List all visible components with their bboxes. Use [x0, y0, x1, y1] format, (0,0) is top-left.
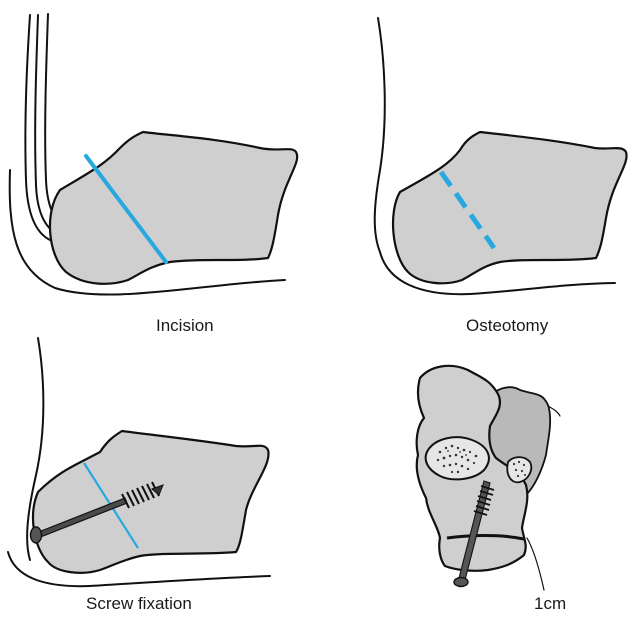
panel-osteotomy	[375, 18, 627, 294]
panel-incision	[10, 14, 298, 295]
caption-incision: Incision	[156, 316, 214, 336]
caption-screw-fixation: Screw fixation	[86, 594, 192, 614]
measurement-label: 1cm	[534, 594, 566, 614]
articular-facet-large	[426, 437, 489, 479]
caption-osteotomy: Osteotomy	[466, 316, 548, 336]
leg-outline	[375, 18, 385, 252]
calcaneus-bone	[33, 431, 268, 573]
screw-head	[454, 578, 468, 587]
panel-posterior-view	[417, 366, 560, 590]
measurement-leader-line	[527, 538, 544, 590]
calcaneus-bone	[393, 132, 627, 283]
screw-head	[31, 527, 42, 543]
panel-screw-fixation	[8, 338, 270, 586]
